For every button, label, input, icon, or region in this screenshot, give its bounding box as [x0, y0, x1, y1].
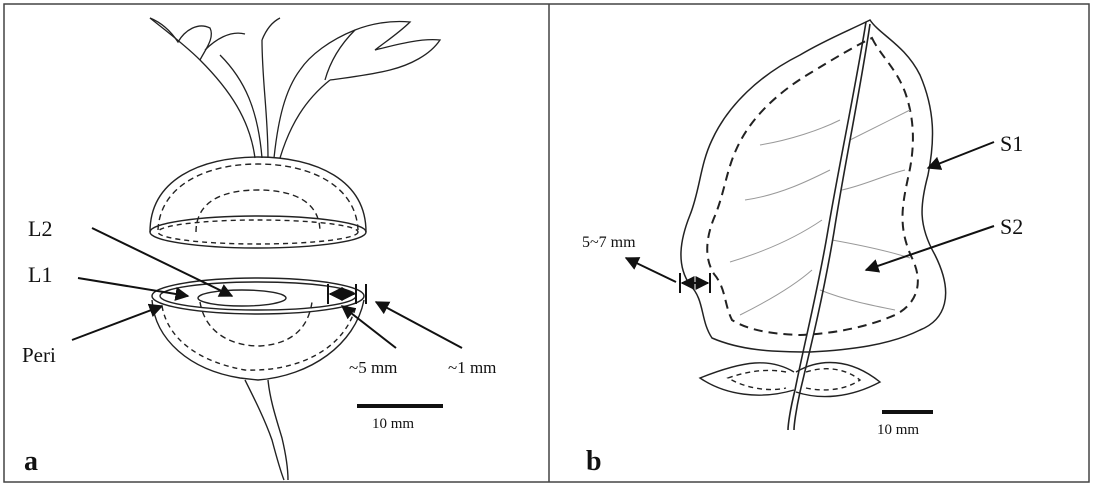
label-s2: S2 — [1000, 214, 1023, 239]
panel-a: L2 L1 Peri ~5 mm ~1 mm 10 mm a — [22, 18, 496, 480]
leaf-veins — [730, 110, 910, 315]
lower-leaflet — [700, 363, 880, 397]
label-1mm: ~1 mm — [448, 358, 496, 377]
scale-bar-a-label: 10 mm — [372, 416, 414, 432]
label-s1: S1 — [1000, 131, 1023, 156]
arrow-s1 — [928, 142, 994, 168]
scale-bar-b-label: 10 mm — [877, 422, 919, 438]
label-l2: L2 — [28, 216, 52, 241]
arrow-peri — [72, 306, 162, 340]
beet-top-half — [150, 157, 366, 248]
label-5mm: ~5 mm — [349, 358, 397, 377]
arrow-l1 — [78, 278, 188, 296]
beet-bottom-half — [152, 278, 364, 480]
beet-leaves — [150, 18, 440, 158]
label-l1: L1 — [28, 262, 52, 287]
arrow-l2 — [92, 228, 232, 296]
leaf-inner-zone — [707, 38, 918, 335]
panel-b-label: b — [586, 446, 602, 477]
label-peri: Peri — [22, 343, 56, 367]
arrow-5mm — [342, 306, 396, 348]
panel-a-label: a — [24, 446, 38, 477]
arrow-margin — [626, 258, 676, 282]
panel-b: S1 S2 5~7 mm 10 mm b — [582, 20, 1023, 477]
label-margin: 5~7 mm — [582, 234, 636, 251]
arrow-s2 — [866, 226, 994, 270]
arrow-1mm — [376, 302, 462, 348]
